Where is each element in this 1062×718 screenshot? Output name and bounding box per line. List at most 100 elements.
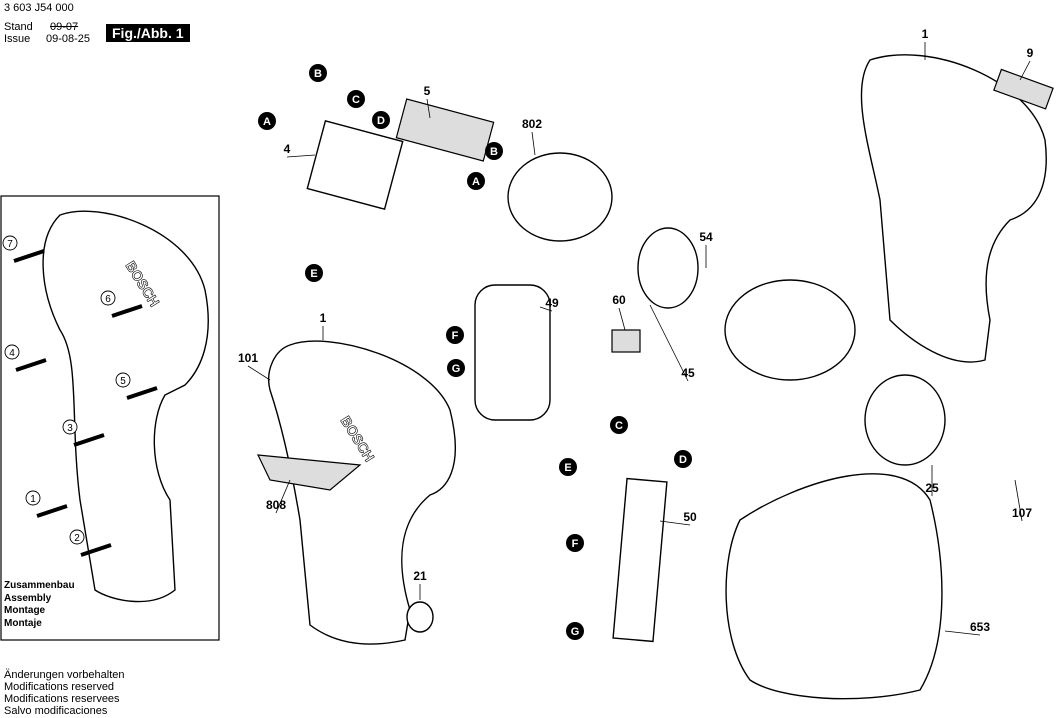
assembly-step-number: 1 [30, 494, 36, 505]
issue-date: 09-08-25 [46, 33, 91, 45]
part-number-label: 653 [970, 620, 990, 634]
connector-marker [305, 264, 323, 282]
assembly-labels: Zusammenbau Assembly Montage Montaje [4, 580, 75, 630]
stand-date: 09-07 [50, 21, 79, 33]
screw-icon [15, 358, 47, 372]
notice-de: Änderungen vorbehalten [4, 669, 125, 681]
assembly-step-marker [62, 419, 78, 435]
connector-letter: G [571, 626, 580, 638]
part-number-label: 21 [413, 569, 427, 583]
assembly-step-number: 3 [67, 423, 73, 434]
label-9 [993, 68, 1054, 110]
screw-icon [126, 386, 158, 400]
part-number-label: 107 [1012, 506, 1032, 520]
leader-line [944, 630, 981, 636]
assembly-panel-frame [0, 195, 220, 641]
connector-letter: F [572, 538, 579, 550]
screw-icon [80, 543, 112, 557]
leader-line [1019, 60, 1031, 81]
part-number-label: 101 [238, 351, 258, 365]
part-number-label: 49 [545, 296, 559, 310]
screw-icon [36, 504, 68, 518]
connector-marker [258, 112, 276, 130]
assembly-step-marker [115, 372, 131, 388]
led-60 [611, 329, 641, 353]
connector-marker [559, 458, 577, 476]
connector-letter: A [263, 116, 271, 128]
gearbox-45 [724, 279, 856, 381]
part-number-label: 4 [284, 142, 291, 156]
connector-marker [610, 416, 628, 434]
chuck-25 [864, 374, 946, 466]
housing-half-right [860, 54, 1047, 363]
part-number-label: 60 [612, 293, 626, 307]
motor-802 [507, 152, 613, 242]
assembly-label-de: Zusammenbau [4, 580, 75, 591]
housing-half-left [268, 340, 456, 645]
electronics-board-50 [612, 477, 668, 643]
leader-line [275, 479, 291, 514]
connector-letter: D [679, 454, 687, 466]
plug-21 [406, 601, 434, 633]
connector-marker [674, 450, 692, 468]
leader-line [531, 131, 536, 156]
assembly-housing [42, 210, 209, 603]
connector-letter: B [314, 68, 322, 80]
assembly-label-es: Montaje [4, 617, 42, 629]
part-number-label: 5 [424, 84, 431, 98]
leader-line [618, 307, 626, 331]
connector-letter: F [452, 330, 459, 342]
connector-marker [485, 142, 503, 160]
assembly-step-marker [69, 529, 85, 545]
connector-marker [566, 534, 584, 552]
part-number-label: 9 [1027, 46, 1034, 60]
assembly-step-number: 6 [105, 294, 111, 305]
notice-es: Salvo modificaciones [4, 705, 108, 717]
leader-line [649, 304, 689, 382]
connector-marker [566, 622, 584, 640]
connector-letter: G [452, 363, 461, 375]
screw-icon [111, 304, 143, 318]
notice-fr: Modifications reservees [4, 693, 120, 705]
stand-label: Stand [4, 21, 33, 33]
assembly-step-marker [2, 235, 18, 251]
assembly-step-number: 4 [9, 348, 15, 359]
assembly-step-marker [4, 344, 20, 360]
battery-pack-49 [474, 284, 551, 421]
connector-marker [446, 326, 464, 344]
connector-letter: E [564, 462, 571, 474]
assembly-label-en: Assembly [4, 592, 52, 604]
gear-plate [637, 227, 699, 309]
screw-icon [13, 249, 45, 263]
issue-label: Issue [4, 33, 31, 45]
part-number-label: 45 [681, 366, 695, 380]
leader-line [426, 98, 431, 119]
switch-4 [306, 119, 404, 211]
assembly-label-fr: Montage [4, 605, 46, 616]
charger-base [725, 473, 943, 700]
connector-marker [467, 172, 485, 190]
modifications-notice: Änderungen vorbehalten Modifications res… [4, 669, 124, 717]
connector-marker [309, 64, 327, 82]
assembly-step-marker [100, 290, 116, 306]
part-number-label: 50 [683, 510, 697, 524]
part-number-label: 808 [266, 498, 286, 512]
leader-line [539, 306, 553, 312]
connector-letter: C [352, 94, 360, 106]
connector-letter: E [310, 268, 317, 280]
connector-letter: C [615, 420, 623, 432]
assembly-step-marker [25, 490, 41, 506]
label-plate-5 [395, 98, 495, 162]
assembly-step-number: 5 [120, 376, 126, 387]
leader-line [247, 365, 271, 381]
figure-label: Fig./Abb. 1 [106, 24, 190, 42]
part-number-label: 802 [522, 117, 542, 131]
part-number-label: 1 [320, 311, 327, 325]
leader-line [286, 154, 316, 158]
part-number-label: 54 [699, 230, 713, 244]
part-number-label: 25 [925, 481, 939, 495]
assembly-step-number: 7 [7, 239, 13, 250]
label-808 [256, 454, 362, 491]
